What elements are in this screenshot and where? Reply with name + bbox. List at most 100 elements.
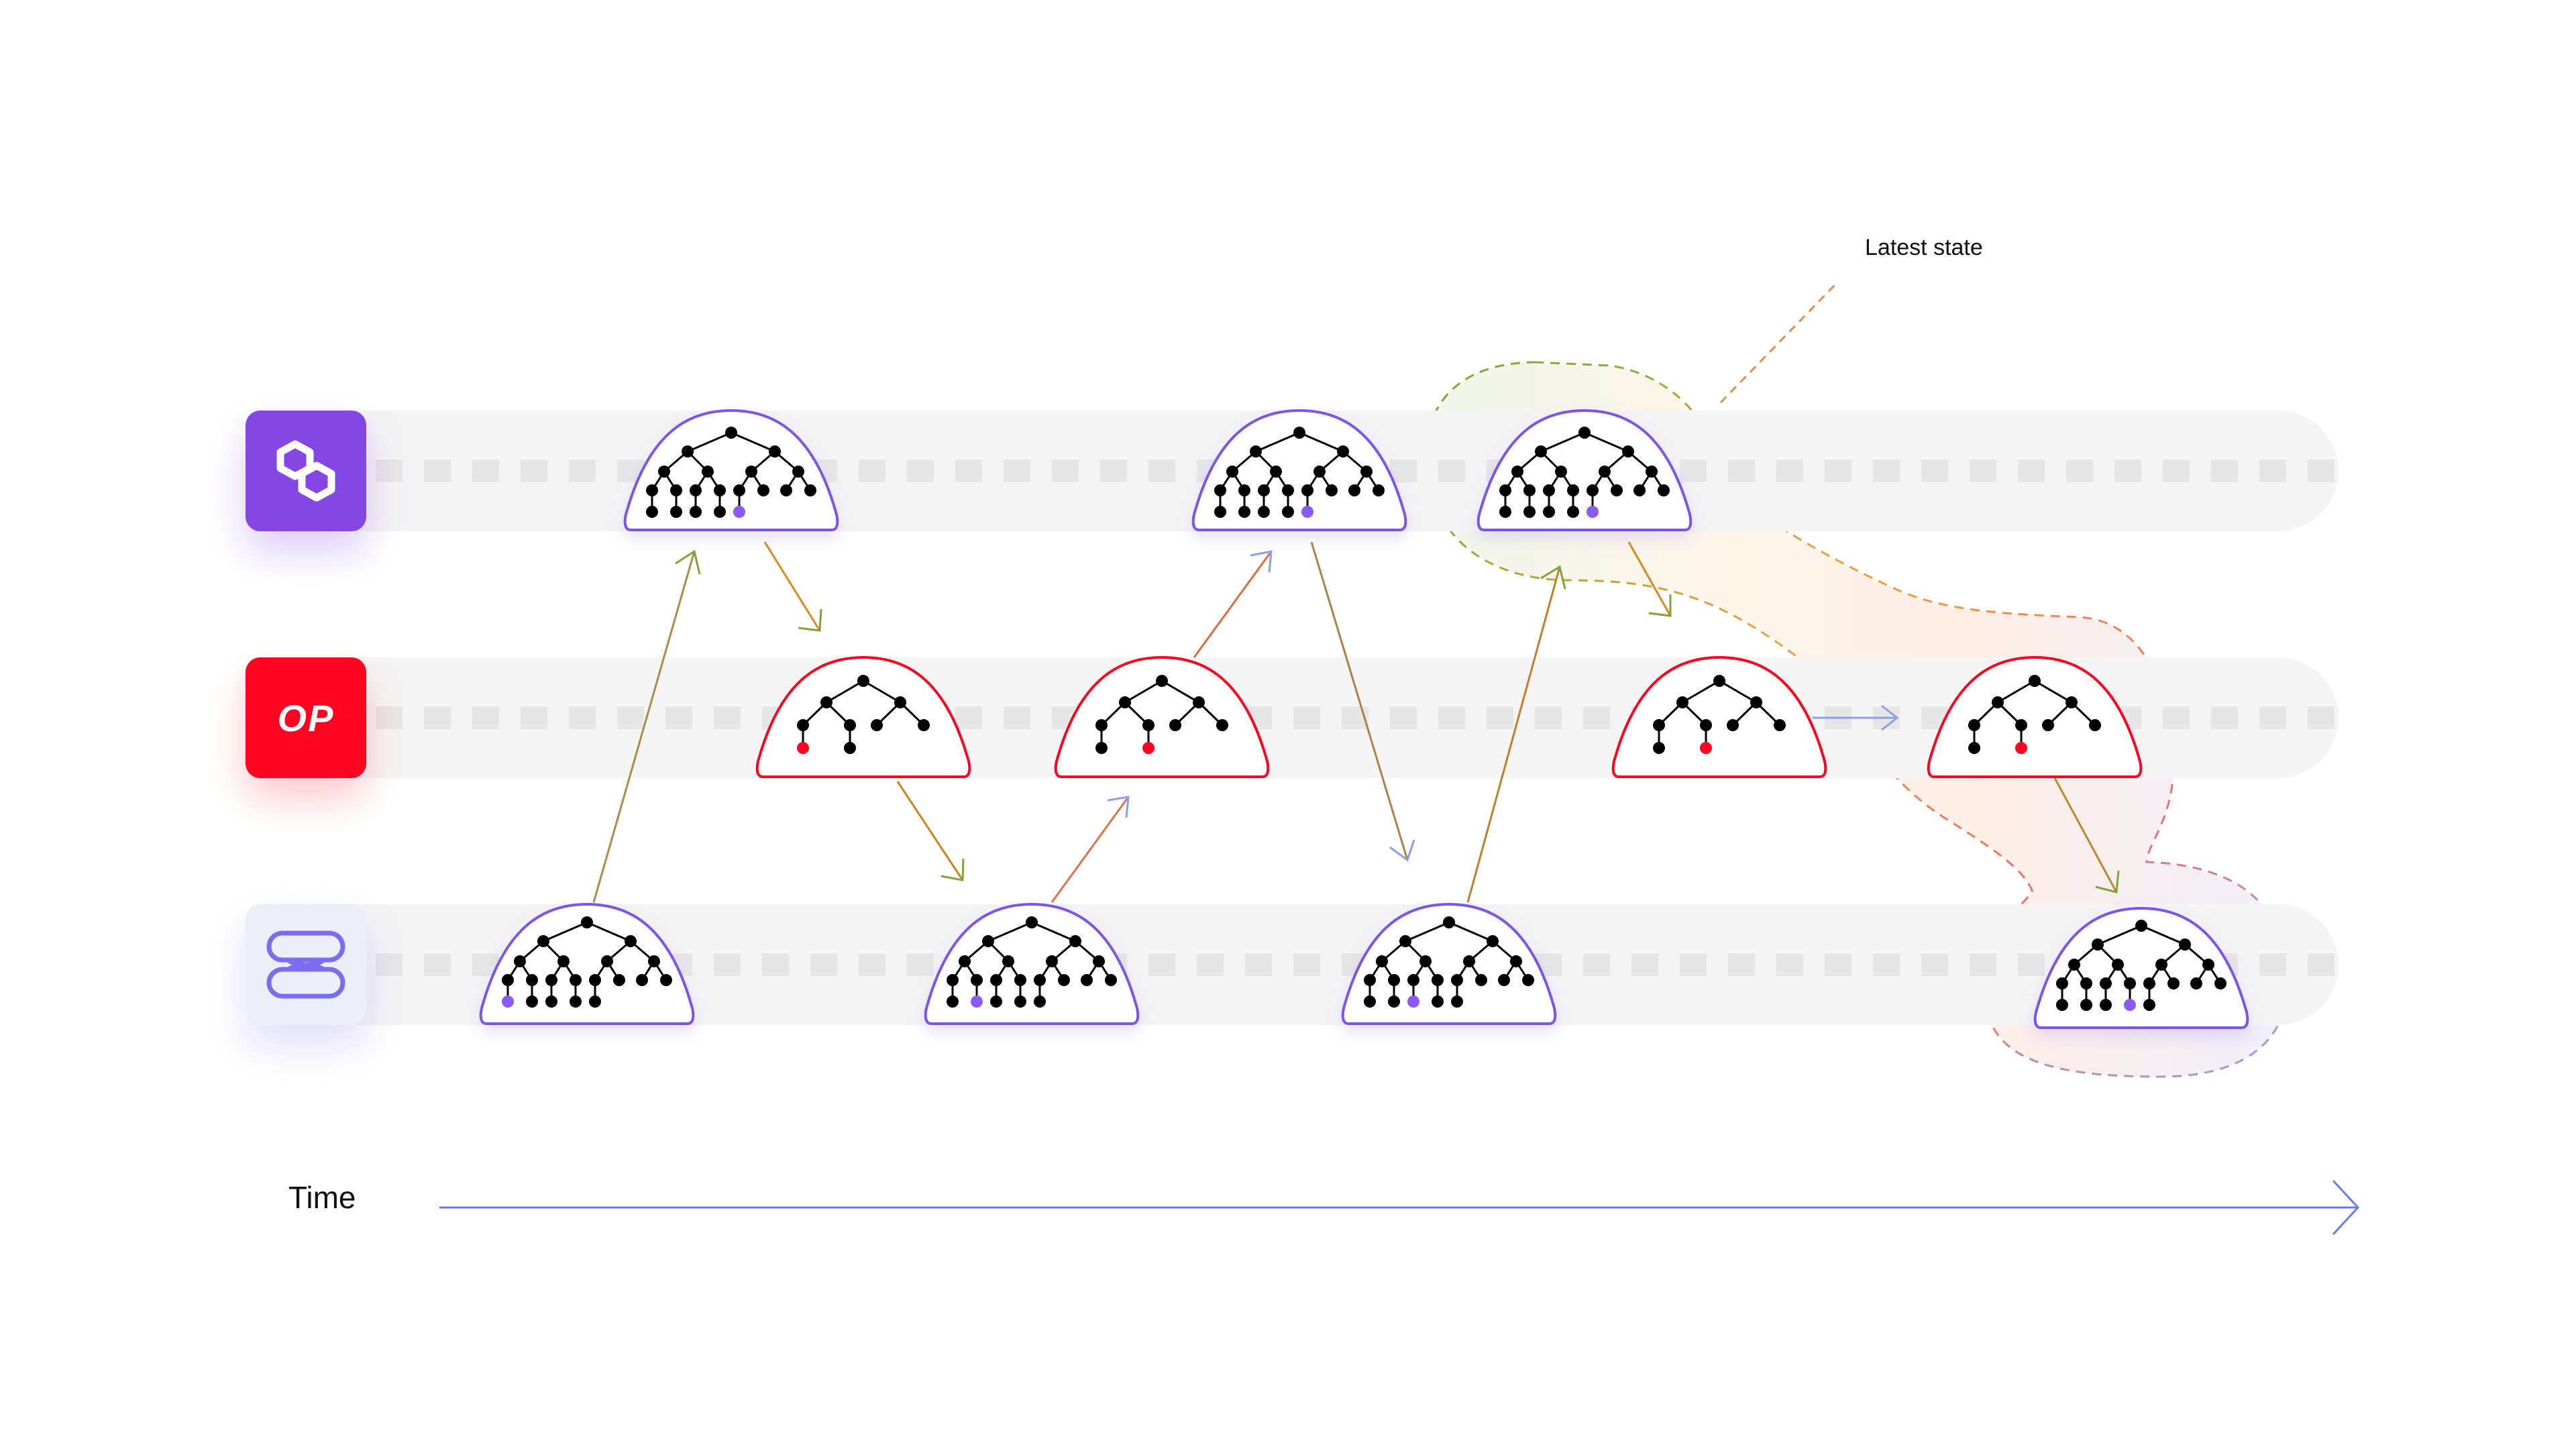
tree-node — [1081, 974, 1093, 986]
tree-node — [1523, 484, 1536, 496]
tree-node — [1750, 696, 1762, 708]
tree-node — [1653, 719, 1665, 731]
tree-node — [670, 484, 682, 496]
tree-node — [601, 955, 613, 967]
tree-node — [990, 996, 1002, 1008]
tree-node — [570, 974, 582, 986]
tree-node — [1095, 742, 1108, 754]
state-block-polygon-2 — [1191, 409, 1407, 531]
tree-node — [733, 506, 745, 518]
tree-node — [1727, 719, 1739, 731]
tree-node — [1567, 484, 1579, 496]
tree-node — [2100, 977, 2112, 989]
tree-node — [1968, 719, 1980, 731]
tree-node — [613, 974, 625, 986]
tree-node — [1014, 974, 1026, 986]
tree-node — [1337, 445, 1349, 458]
tree-node — [797, 742, 809, 754]
tree-node — [690, 484, 702, 496]
tree-node — [658, 466, 670, 478]
tree-node — [1142, 719, 1155, 731]
tree-node — [1373, 484, 1385, 496]
tree-node — [2214, 977, 2226, 989]
state-block-third-2 — [924, 902, 1140, 1025]
tree-node — [1555, 466, 1567, 478]
tree-node — [918, 719, 930, 731]
tree-node — [714, 484, 726, 496]
merkle-trees — [502, 427, 2226, 1011]
tree-node — [1578, 427, 1591, 439]
tree-node — [1293, 427, 1305, 439]
tree-node — [2080, 977, 2092, 989]
tree-node — [1216, 719, 1228, 731]
tree-node — [1360, 466, 1373, 478]
tree-node — [1399, 935, 1411, 947]
tree-node — [971, 996, 983, 1008]
tree-node — [1713, 675, 1725, 687]
tree-node — [636, 974, 648, 986]
tree-node — [1169, 719, 1181, 731]
tree-node — [1658, 484, 1670, 496]
tree-node — [660, 974, 672, 986]
tree-node — [2056, 977, 2068, 989]
tree-node — [1034, 996, 1046, 1008]
tree-node — [1523, 506, 1536, 518]
tree-node — [537, 935, 549, 947]
tree-node — [1443, 916, 1455, 928]
tree-node — [1014, 996, 1026, 1008]
tree-node — [514, 955, 526, 967]
tree-node — [1992, 696, 2004, 708]
tree-node — [2143, 999, 2155, 1011]
tree-node — [2124, 999, 2136, 1011]
state-block-third-1 — [479, 902, 695, 1025]
state-block-op-1 — [755, 655, 971, 778]
tree-node — [570, 996, 582, 1008]
tree-node — [745, 466, 757, 478]
tree-node — [1407, 974, 1419, 986]
tree-node — [646, 484, 658, 496]
tree-node — [1543, 506, 1555, 518]
tree-node — [1119, 696, 1131, 708]
tree-node — [1026, 916, 1038, 928]
tree-node — [971, 974, 983, 986]
tree-node — [1093, 955, 1105, 967]
state-block-op-3 — [1611, 655, 1827, 778]
tree-node — [1432, 974, 1444, 986]
tree-node — [1700, 719, 1712, 731]
tree-node — [2015, 742, 2027, 754]
tree-node — [690, 506, 702, 518]
tree-node — [1774, 719, 1786, 731]
tree-node — [1364, 996, 1376, 1008]
tree-node — [2124, 977, 2136, 989]
tree-node — [894, 696, 906, 708]
tree-node — [2042, 719, 2054, 731]
tree-node — [1282, 506, 1294, 518]
latest-state-label: Latest state — [1865, 235, 1983, 260]
tree-node — [871, 719, 883, 731]
polygon-logo-icon — [246, 411, 366, 531]
tree-node — [769, 445, 781, 458]
op-logo-text: OP — [277, 696, 335, 739]
tree-node — [1499, 506, 1511, 518]
time-axis — [439, 1179, 2360, 1236]
tree-node — [526, 996, 538, 1008]
tree-node — [2135, 920, 2147, 932]
tree-node — [1599, 466, 1611, 478]
tree-node — [947, 974, 959, 986]
tree-node — [2202, 959, 2214, 971]
tree-node — [797, 719, 809, 731]
tree-node — [1475, 974, 1487, 986]
tree-node — [2029, 675, 2041, 687]
tree-node — [1676, 696, 1688, 708]
track-third-chain — [246, 904, 2339, 1025]
tree-node — [1510, 955, 1522, 967]
tree-node — [1364, 974, 1376, 986]
tree-node — [502, 996, 514, 1008]
tree-node — [2155, 959, 2167, 971]
tree-node — [725, 427, 737, 439]
tree-node — [2089, 719, 2101, 731]
tree-node — [545, 996, 557, 1008]
state-blocks — [479, 409, 2249, 1029]
tree-node — [646, 506, 658, 518]
tree-node — [1622, 445, 1634, 458]
